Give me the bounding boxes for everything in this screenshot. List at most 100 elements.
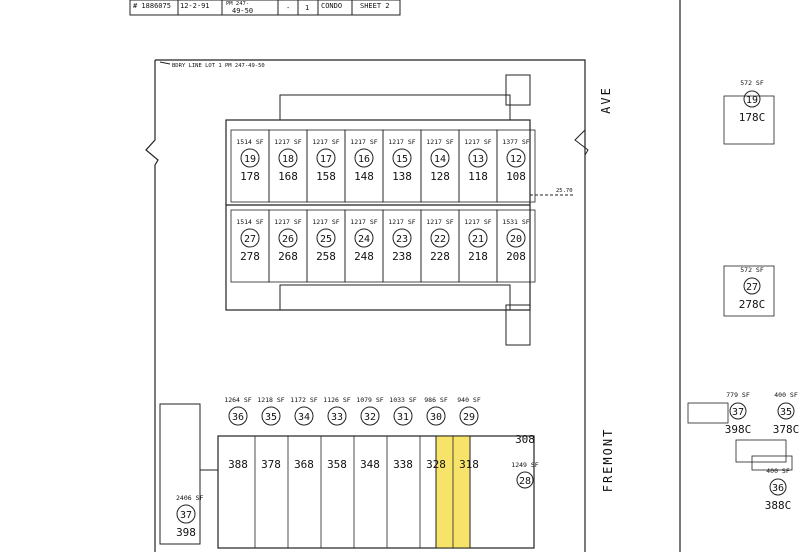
unit-number: 34 bbox=[298, 412, 310, 423]
header-doc-no: # 1886075 bbox=[133, 2, 171, 10]
unit-label: 248 bbox=[354, 250, 374, 263]
unit-sf: 1531 SF bbox=[502, 218, 529, 226]
corner-unit-label: 398 bbox=[176, 526, 196, 539]
header-dash: - bbox=[286, 4, 290, 12]
unit-number: 23 bbox=[396, 234, 408, 245]
corner-unit-number: 37 bbox=[180, 510, 192, 521]
unit-cell bbox=[687, 402, 729, 424]
unit-sf: 400 SF bbox=[766, 467, 790, 475]
upper-top-strip bbox=[279, 94, 511, 121]
unit-number: 13 bbox=[472, 154, 484, 165]
corner-unit-circle bbox=[176, 504, 196, 524]
unit-label: 268 bbox=[278, 250, 298, 263]
unit-sf: 1217 SF bbox=[464, 218, 491, 226]
header-table: # 1886075 12-2-91 PM 247- 49-50 - 1 COND… bbox=[129, 0, 401, 16]
dimension-right: 25.70 bbox=[556, 188, 573, 194]
unit-label: 138 bbox=[392, 170, 412, 183]
upper-building-outline bbox=[225, 119, 531, 311]
unit-circle bbox=[468, 148, 488, 168]
unit-label: 328 bbox=[426, 458, 446, 471]
unit-sf: 1079 SF bbox=[356, 396, 383, 404]
unit-number: 29 bbox=[463, 412, 475, 423]
unit-circle bbox=[316, 148, 336, 168]
unit-circle bbox=[278, 228, 298, 248]
unit-number: 16 bbox=[358, 154, 370, 165]
unit-cell bbox=[723, 265, 775, 317]
unit-sf: 1217 SF bbox=[312, 218, 339, 226]
unit-label: 368 bbox=[294, 458, 314, 471]
unit-cell bbox=[496, 129, 536, 203]
unit-label: 398C bbox=[725, 423, 752, 436]
unit-circle bbox=[468, 228, 488, 248]
unit-label: 338 bbox=[393, 458, 413, 471]
unit-circle bbox=[240, 228, 260, 248]
lower-unit-31: 1033 SF 31 338 bbox=[386, 396, 417, 548]
unit-label: 378 bbox=[261, 458, 281, 471]
lot-boundary bbox=[145, 59, 586, 552]
unit-circle bbox=[240, 148, 260, 168]
unit-number: 18 bbox=[282, 154, 294, 165]
unit-number: 32 bbox=[364, 412, 376, 423]
unit-circle bbox=[506, 148, 526, 168]
unit-label: 388C bbox=[765, 499, 792, 512]
unit-number: 26 bbox=[282, 234, 294, 245]
unit-circle bbox=[354, 148, 374, 168]
upper-bottom-strip bbox=[279, 284, 511, 311]
unit-sf: 1033 SF bbox=[389, 396, 416, 404]
unit-label: 108 bbox=[506, 170, 526, 183]
unit-sf: 1126 SF bbox=[323, 396, 350, 404]
unit-number: 37 bbox=[732, 407, 744, 418]
unit-number: 19 bbox=[746, 95, 758, 106]
street-label-fremont: FREMONT bbox=[601, 428, 615, 493]
unit-number: 36 bbox=[772, 483, 784, 494]
unit-circle bbox=[506, 228, 526, 248]
corner-lot-outline bbox=[159, 403, 201, 545]
unit-circle bbox=[769, 478, 787, 496]
lower-building-outline bbox=[217, 435, 535, 549]
unit-sf: 1217 SF bbox=[388, 138, 415, 146]
unit-cell bbox=[751, 455, 793, 471]
unit-sf: 1217 SF bbox=[464, 138, 491, 146]
right-panel-unit-388c: 400 SF 36 388C bbox=[751, 455, 793, 512]
unit-number: 35 bbox=[780, 407, 792, 418]
unit-sf: 1217 SF bbox=[274, 138, 301, 146]
header-date: 12-2-91 bbox=[180, 2, 210, 10]
unit-number: 36 bbox=[232, 412, 244, 423]
unit-number: 25 bbox=[320, 234, 332, 245]
upper-corner-box bbox=[505, 74, 531, 106]
unit-label: 218 bbox=[468, 250, 488, 263]
unit-label: 308 bbox=[515, 433, 535, 446]
unit-number: 33 bbox=[331, 412, 343, 423]
unit-label: 358 bbox=[327, 458, 347, 471]
unit-number: 31 bbox=[397, 412, 409, 423]
unit-number: 12 bbox=[510, 154, 522, 165]
unit-sf: 1217 SF bbox=[388, 218, 415, 226]
lower-building bbox=[159, 403, 535, 549]
unit-label: 228 bbox=[430, 250, 450, 263]
unit-label: 348 bbox=[360, 458, 380, 471]
corner-unit-sf: 2406 SF bbox=[176, 494, 203, 502]
unit-sf: 1218 SF bbox=[257, 396, 284, 404]
unit-cell bbox=[735, 439, 787, 463]
unit-sf: 572 SF bbox=[740, 266, 764, 274]
unit-label: 258 bbox=[316, 250, 336, 263]
unit-number: 14 bbox=[434, 154, 446, 165]
unit-sf: 400 SF bbox=[774, 391, 798, 399]
unit-circle bbox=[360, 406, 380, 426]
unit-sf: 1217 SF bbox=[312, 138, 339, 146]
